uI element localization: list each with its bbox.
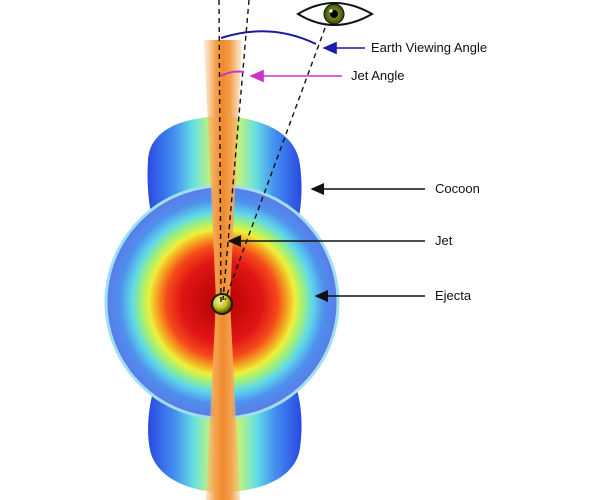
line-of-sight xyxy=(224,27,326,301)
jet-angle-arc xyxy=(220,70,245,77)
earth-viewing-angle-arc xyxy=(220,30,317,45)
earth-viewing-angle-label: Earth Viewing Angle xyxy=(371,40,488,55)
jet-angle-label: Jet Angle xyxy=(351,68,405,83)
jet-label: Jet xyxy=(435,233,453,248)
jet-beam xyxy=(204,40,242,500)
ejecta-label: Ejecta xyxy=(435,288,472,303)
eye-icon xyxy=(296,2,374,26)
cocoon-label: Cocoon xyxy=(435,181,480,196)
central-object-icon xyxy=(211,293,233,315)
